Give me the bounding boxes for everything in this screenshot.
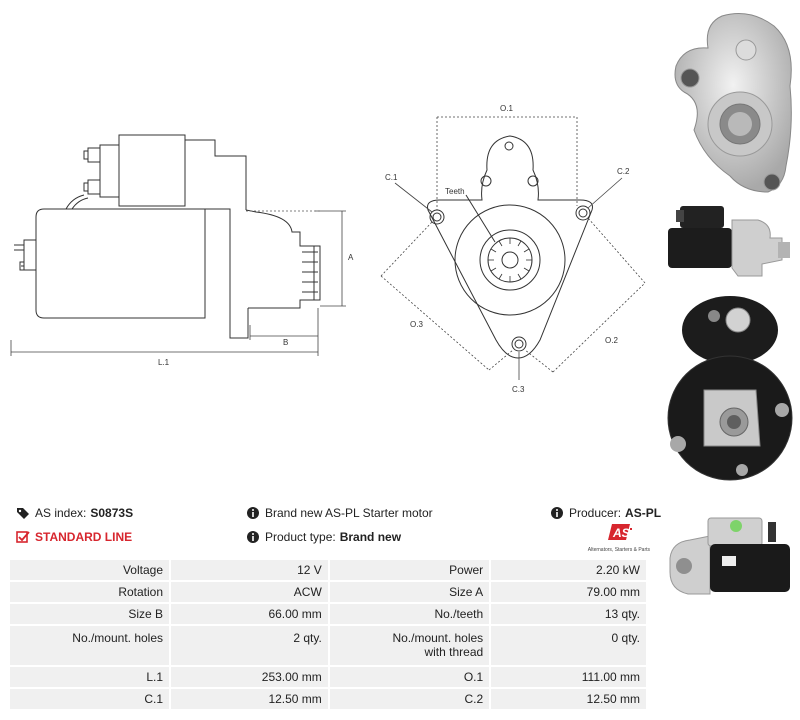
dimension-l1-label: L.1 (158, 358, 170, 367)
info-icon (550, 506, 564, 520)
table-row: C.1 12.50 mm C.2 12.50 mm (10, 689, 646, 709)
front-view-diagram: O.1 C.1 C.2 Teeth O.3 O.2 C.3 (380, 104, 646, 394)
product-photo-front (674, 13, 792, 193)
spec-value: 2 qty. (171, 626, 328, 665)
logo-tagline: Alternators, Starters & Parts (587, 547, 650, 553)
spec-label: L.1 (10, 667, 170, 687)
spec-label: Size B (10, 604, 170, 624)
info-icon (246, 530, 260, 544)
spec-value: 12.50 mm (491, 689, 646, 709)
spec-label: Voltage (10, 560, 170, 580)
spec-label: No./teeth (329, 604, 490, 624)
spec-value: 0 qty. (491, 626, 646, 665)
spec-label: C.2 (329, 689, 490, 709)
table-row: L.1 253.00 mm O.1 111.00 mm (10, 667, 646, 687)
dimension-c2-label: C.2 (617, 167, 630, 176)
as-index-value: S0873S (90, 506, 134, 520)
product-type-label: Product type: (265, 530, 336, 544)
logo-text: AS (612, 526, 630, 540)
producer-label: Producer: (569, 506, 622, 520)
producer-row: Producer: AS-PL (550, 506, 661, 520)
spec-value: ACW (171, 582, 328, 602)
as-index-row: AS index: S0873S (16, 506, 133, 520)
spec-label: No./mount. holes with thread (329, 626, 490, 665)
product-type-row: Product type: Brand new (246, 530, 401, 544)
teeth-label: Teeth (445, 187, 465, 196)
spec-value: 79.00 mm (491, 582, 646, 602)
spec-value: 111.00 mm (491, 667, 646, 687)
spec-value: 253.00 mm (171, 667, 328, 687)
dimension-c1-label: C.1 (385, 173, 398, 182)
producer-value: AS-PL (625, 506, 662, 520)
standard-line-row: STANDARD LINE (16, 530, 132, 544)
standard-line-label: STANDARD LINE (35, 530, 133, 544)
dimension-o2-label: O.2 (605, 336, 618, 345)
dimension-a-label: A (348, 253, 354, 262)
as-index-label: AS index: (35, 506, 87, 520)
specifications-table: Voltage 12 V Power 2.20 kW Rotation ACW … (8, 558, 648, 711)
spec-value: 12.50 mm (171, 689, 328, 709)
table-row: Size B 66.00 mm No./teeth 13 qty. (10, 604, 646, 624)
product-description: Brand new AS-PL Starter motor (265, 506, 433, 520)
spec-label: C.1 (10, 689, 170, 709)
checkbox-icon (16, 530, 30, 544)
spec-label: No./mount. holes (10, 626, 170, 665)
product-photo-rear (667, 296, 793, 481)
dimension-c3-label: C.3 (512, 385, 525, 394)
dimension-b-label: B (283, 338, 288, 347)
product-photo-angled (669, 517, 790, 595)
spec-value: 13 qty. (491, 604, 646, 624)
product-type-value: Brand new (339, 530, 402, 544)
spec-label: Size A (329, 582, 490, 602)
as-pl-logo: AS Alternators, Starters & Parts (586, 522, 650, 553)
spec-value: 66.00 mm (171, 604, 328, 624)
table-row: Rotation ACW Size A 79.00 mm (10, 582, 646, 602)
side-view-diagram: L.1 B A (10, 134, 354, 367)
table-row: Voltage 12 V Power 2.20 kW (10, 560, 646, 580)
dimension-o3-label: O.3 (410, 320, 423, 329)
product-photo-side (668, 206, 790, 277)
spec-value: 12 V (171, 560, 328, 580)
description-row: Brand new AS-PL Starter motor (246, 506, 433, 520)
tag-icon (16, 506, 30, 520)
spec-label: Power (329, 560, 490, 580)
spec-label: O.1 (329, 667, 490, 687)
spec-value: 2.20 kW (491, 560, 646, 580)
info-icon (246, 506, 260, 520)
dimension-o1-label: O.1 (500, 104, 513, 113)
table-row: No./mount. holes 2 qty. No./mount. holes… (10, 626, 646, 665)
spec-label: Rotation (10, 582, 170, 602)
